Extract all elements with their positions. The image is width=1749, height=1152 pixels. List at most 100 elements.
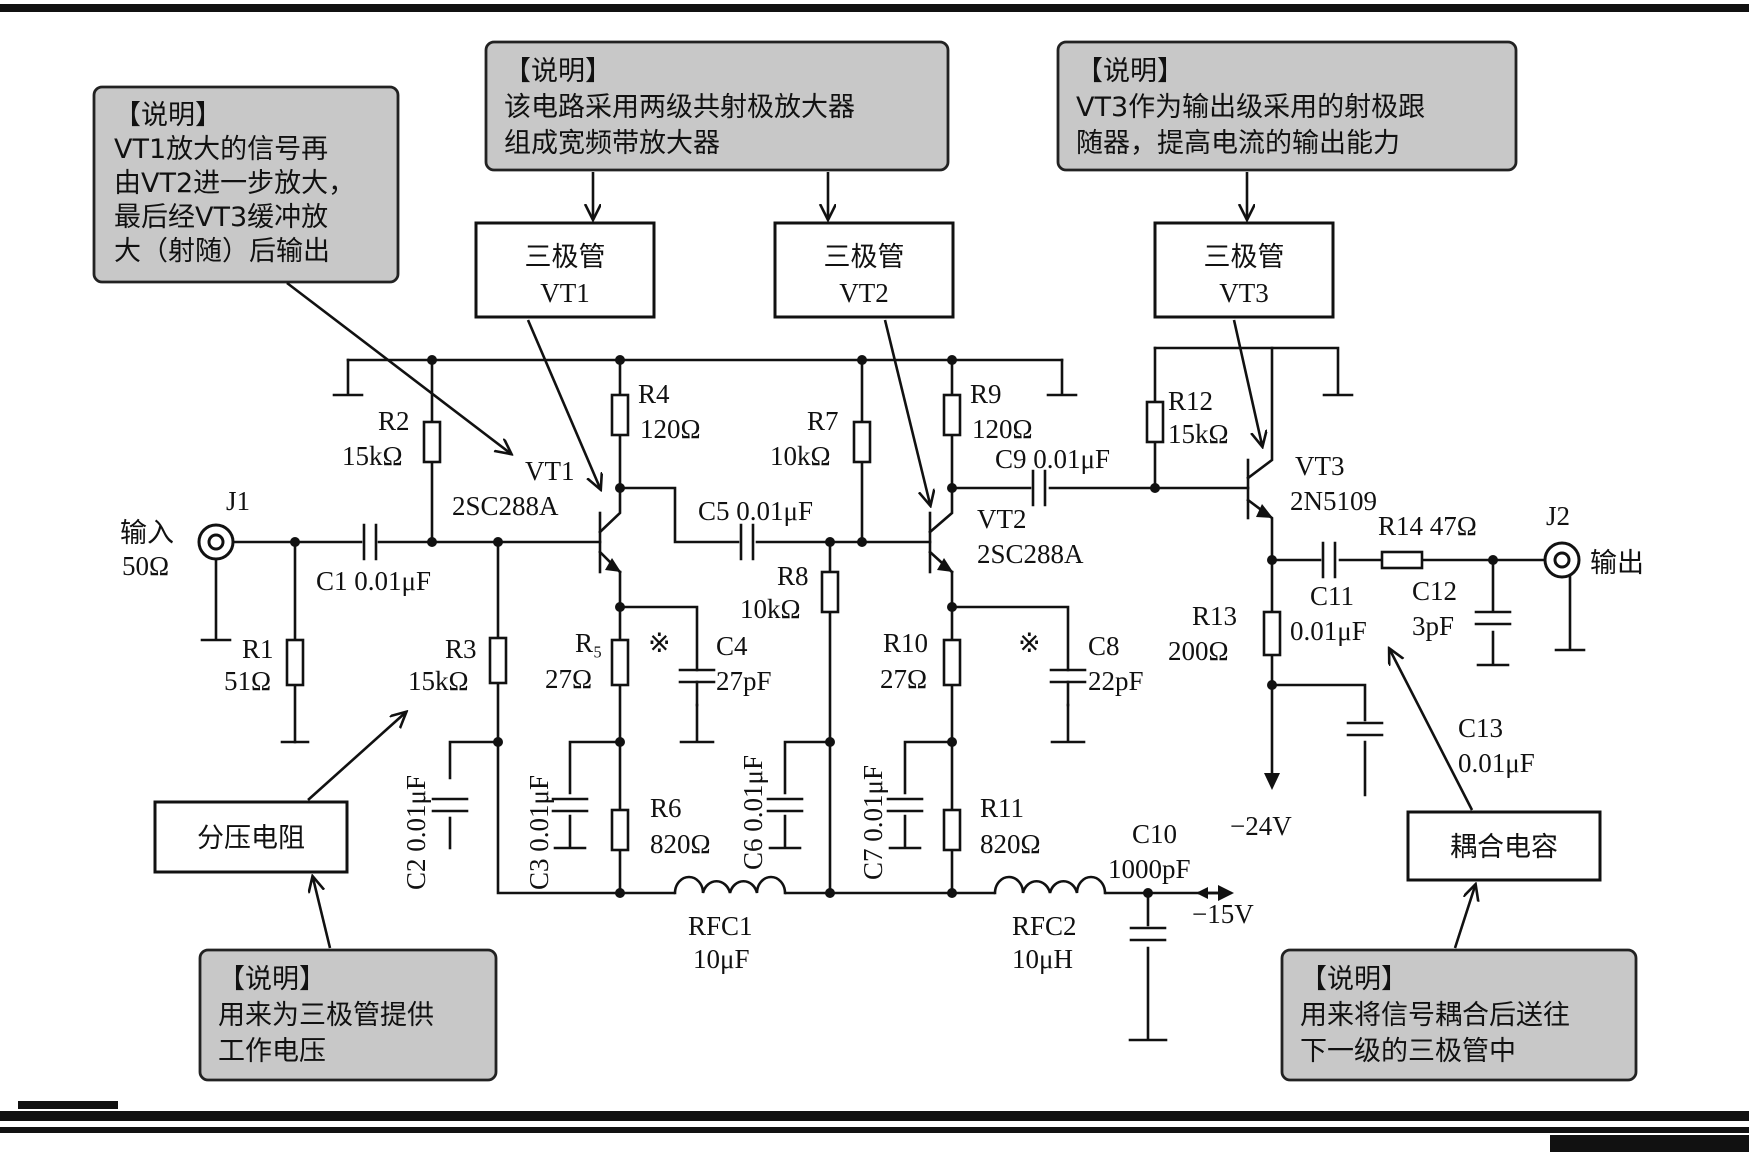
svg-text:【说明】: 【说明】 [1076, 56, 1184, 87]
r5-resistor [610, 638, 630, 687]
r13-label: R13 [1192, 601, 1237, 631]
r11-resistor [942, 808, 962, 852]
vt1-box-title: 三极管 [525, 242, 606, 273]
svg-text:组成宽频带放大器: 组成宽频带放大器 [504, 128, 720, 159]
c10-label: C10 [1132, 819, 1177, 849]
c13-value: 0.01μF [1458, 748, 1535, 778]
r6-value: 820Ω [650, 829, 711, 859]
r8-resistor [820, 570, 840, 614]
c8-label: C8 [1088, 631, 1120, 661]
input-label: 输入 [120, 518, 174, 549]
r9-value: 120Ω [972, 414, 1033, 444]
r13-value: 200Ω [1168, 636, 1229, 666]
r8-value: 10kΩ [740, 594, 801, 624]
svg-text:该电路采用两级共射极放大器: 该电路采用两级共射极放大器 [504, 92, 855, 123]
note-right: 【说明】 VT3作为输出级采用的射极跟 随器，提高电流的输出能力 [1056, 40, 1518, 172]
c1-capacitor [362, 523, 378, 561]
rfc1-value: 10μF [693, 944, 750, 974]
input-impedance: 50Ω [122, 551, 169, 581]
c4-capacitor [678, 668, 716, 707]
c8-capacitor [1049, 668, 1087, 707]
r1-value: 51Ω [224, 666, 271, 696]
c7-capacitor [886, 797, 924, 813]
r7-value: 10kΩ [770, 441, 831, 471]
vt2-box-name: VT2 [839, 278, 889, 308]
note-bottom-right: 【说明】 用来将信号耦合后送往 下一级的三极管中 [1280, 948, 1638, 1082]
c4-value: 27pF [716, 666, 772, 696]
rfc1-label: RFC1 [688, 911, 753, 941]
c12-capacitor [1474, 610, 1512, 626]
rfc2-label: RFC2 [1012, 911, 1077, 941]
r14-resistor [1380, 550, 1424, 570]
c13-label: C13 [1458, 713, 1503, 743]
r10-label: R10 [883, 628, 928, 658]
svg-text:【说明】: 【说明】 [1300, 964, 1408, 995]
vt2-label: VT2 [977, 504, 1027, 534]
c3-label: C3 0.01μF [524, 775, 554, 890]
r6-label: R6 [650, 793, 682, 823]
r1-resistor [285, 638, 305, 687]
divider-box-label: 分压电阻 [197, 823, 305, 854]
c11-capacitor [1321, 541, 1337, 579]
component-labels: J1 输入 50Ω R1 51Ω C1 0.01μF R2 15kΩ R3 15… [120, 379, 1644, 974]
vt3-part: 2N5109 [1290, 486, 1377, 516]
r12-label: R12 [1168, 386, 1213, 416]
vt1-part: 2SC288A [452, 491, 559, 521]
vt2-part: 2SC288A [977, 539, 1084, 569]
r7-label: R7 [807, 406, 839, 436]
vt1-box-name: VT1 [540, 278, 590, 308]
r5-value: 27Ω [545, 664, 592, 694]
wires [200, 346, 1586, 1042]
svg-text:最后经VT3缓冲放: 最后经VT3缓冲放 [114, 202, 328, 233]
r12-resistor [1145, 400, 1165, 444]
svg-text:工作电压: 工作电压 [218, 1036, 326, 1067]
c6-capacitor [766, 797, 804, 813]
c2-label: C2 0.01μF [401, 775, 431, 890]
transistor-boxes: 三极管 VT1 三极管 VT2 三极管 VT3 分压电阻 耦合电容 [153, 221, 1602, 882]
c9-capacitor [1031, 469, 1047, 507]
r11-value: 820Ω [980, 829, 1041, 859]
c7-label: C7 0.01μF [858, 765, 888, 880]
c10-capacitor [1129, 926, 1167, 942]
c10-value: 1000pF [1108, 854, 1191, 884]
mark-c8: ※ [1018, 628, 1041, 658]
r6-resistor [610, 808, 630, 852]
vt3-label: VT3 [1295, 451, 1345, 481]
j2-connector [1543, 541, 1581, 579]
r4-resistor [610, 393, 630, 437]
r7-resistor [852, 420, 872, 464]
c1-label: C1 0.01μF [316, 566, 431, 596]
supply-15v: −15V [1192, 899, 1254, 929]
r10-value: 27Ω [880, 664, 927, 694]
j2-label: J2 [1546, 501, 1570, 531]
mark-c4: ※ [648, 628, 671, 658]
svg-text:【说明】: 【说明】 [114, 100, 222, 131]
c5-label: C5 0.01μF [698, 496, 813, 526]
c3-capacitor [551, 797, 589, 813]
coupling-box-label: 耦合电容 [1450, 832, 1558, 863]
r9-resistor [942, 393, 962, 437]
rfc1-inductor [673, 870, 787, 896]
rfc2-value: 10μH [1012, 944, 1073, 974]
rfc2-inductor [993, 870, 1107, 896]
note-bottom-left: 【说明】 用来为三极管提供 工作电压 [198, 948, 498, 1082]
supply-arrows [605, 504, 1280, 901]
r2-label: R2 [378, 406, 410, 436]
vt3-box-name: VT3 [1219, 278, 1269, 308]
svg-text:VT1放大的信号再: VT1放大的信号再 [114, 134, 328, 165]
note-left: 【说明】 VT1放大的信号再 由VT2进一步放大， 最后经VT3缓冲放 大（射随… [92, 85, 400, 284]
output-label: 输出 [1590, 548, 1644, 579]
r5-label: R₅ [575, 628, 602, 658]
c11-value: 0.01μF [1290, 616, 1367, 646]
c2-capacitor [431, 797, 469, 813]
svg-text:随器，提高电流的输出能力: 随器，提高电流的输出能力 [1076, 128, 1400, 159]
svg-text:【说明】: 【说明】 [504, 56, 612, 87]
c11-label: C11 [1310, 581, 1354, 611]
j1-connector [197, 523, 235, 561]
svg-text:VT3作为输出级采用的射极跟: VT3作为输出级采用的射极跟 [1076, 92, 1425, 123]
c9-label: C9 0.01μF [995, 444, 1110, 474]
r4-value: 120Ω [640, 414, 701, 444]
c6-label: C6 0.01μF [738, 755, 768, 870]
r1-label: R1 [242, 634, 274, 664]
